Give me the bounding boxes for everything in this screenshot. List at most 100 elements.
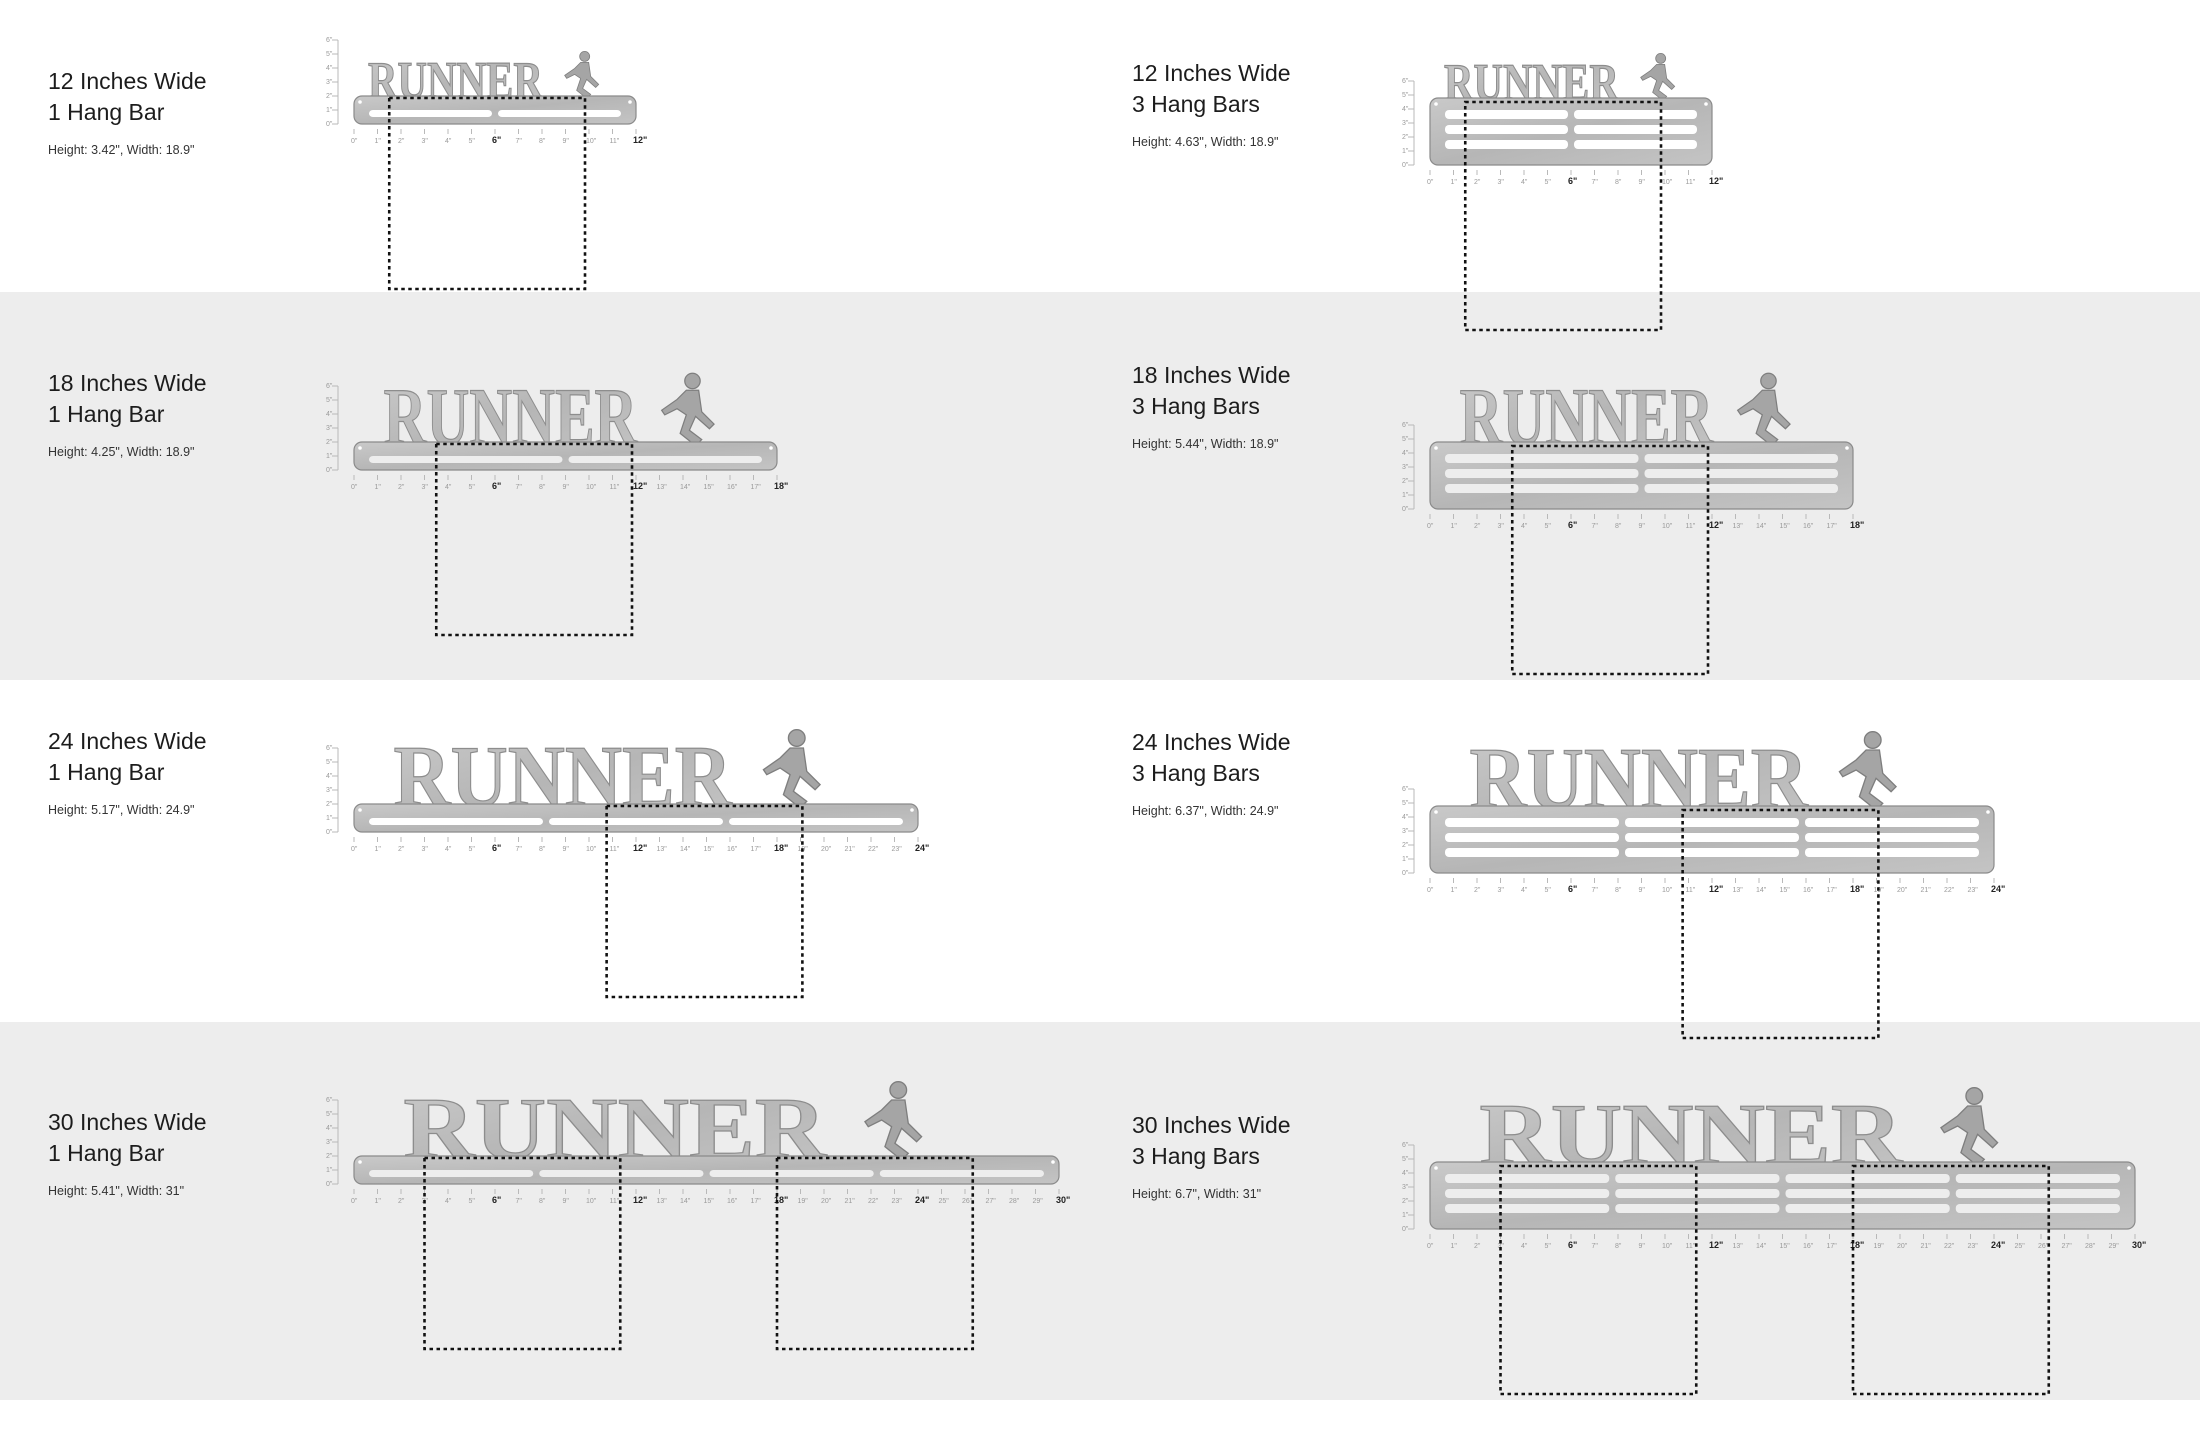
ruler-tick-label: 2" [398, 484, 405, 491]
ruler-tick-label: 14" [680, 484, 691, 491]
product-dimensions: Height: 6.37", Width: 24.9" [1132, 804, 1279, 818]
hang-bar-slot [369, 1170, 534, 1177]
ruler-tick-label: 13" [1733, 1243, 1744, 1250]
ruler-tick-label: 10" [586, 138, 597, 145]
hang-bar-slot [1785, 1189, 1950, 1198]
ruler-tick-label: 3" [1402, 1184, 1409, 1191]
hang-bar-slot [1574, 125, 1697, 134]
product-hang-bars-label: 1 Hang Bar [48, 1140, 165, 1166]
product-hang-bars-label: 1 Hang Bar [48, 759, 165, 785]
ruler-tick-label: 26" [2038, 1243, 2049, 1250]
ruler-tick-label: 17" [751, 484, 762, 491]
ruler-tick-label: 18" [774, 1195, 788, 1205]
horizontal-ruler: 0"1"2"3"4"5"6"7"8"9"10"11"12" [1427, 170, 1723, 186]
ruler-tick-label: 5" [469, 138, 476, 145]
ruler-tick-label: 12" [1709, 176, 1723, 186]
vertical-ruler: 0"1"2"3"4"5"6" [326, 383, 339, 474]
ruler-tick-label: 0" [326, 467, 333, 474]
ruler-tick-label: 8" [539, 484, 546, 491]
ruler-tick-label: 2" [1402, 134, 1409, 141]
ruler-tick-label: 5" [1402, 436, 1409, 443]
horizontal-ruler: 0"1"2"3"4"5"6"7"8"9"10"11"12" [351, 129, 647, 145]
ruler-tick-label: 2" [1402, 842, 1409, 849]
mount-hole [358, 446, 362, 450]
product-hang-bars-label: 3 Hang Bars [1132, 1143, 1260, 1169]
ruler-tick-label: 7" [516, 138, 523, 145]
ruler-tick-label: 13" [657, 846, 668, 853]
ruler-tick-label: 16" [1803, 1243, 1814, 1250]
ruler-tick-label: 1" [1451, 1243, 1458, 1250]
hang-bar-slot [1805, 818, 1979, 827]
ruler-tick-label: 1" [1451, 523, 1458, 530]
runner-figure-icon [762, 729, 822, 809]
ruler-tick-label: 24" [915, 1195, 929, 1205]
ruler-tick-label: 11" [1686, 179, 1696, 186]
ruler-tick-label: 9" [1639, 887, 1646, 894]
hang-bar-slots [1445, 1174, 2120, 1213]
hang-bar-slot [1805, 833, 1979, 842]
runner-figure-icon [1640, 52, 1676, 101]
ruler-tick-label: 16" [727, 484, 738, 491]
runner-figure-icon [864, 1081, 923, 1161]
ruler-tick-label: 4" [326, 773, 333, 780]
ruler-tick-label: 0" [1402, 162, 1409, 169]
ruler-tick-label: 2" [326, 1153, 333, 1160]
mount-hole [358, 808, 362, 812]
hang-bar-slots [369, 1170, 1044, 1177]
ruler-tick-label: 2" [398, 1198, 405, 1205]
ruler-tick-label: 28" [2085, 1243, 2096, 1250]
ruler-tick-label: 11" [1686, 1243, 1696, 1250]
ruler-tick-label: 23" [892, 1198, 903, 1205]
ruler-tick-label: 20" [821, 1198, 832, 1205]
hang-bar-slots [369, 456, 762, 463]
product-hang-bars-label: 1 Hang Bar [48, 99, 165, 125]
hang-bar-slot [1445, 140, 1568, 149]
ruler-tick-label: 14" [680, 1198, 691, 1205]
ruler-tick-label: 27" [986, 1198, 997, 1205]
ruler-tick-label: 0" [326, 1181, 333, 1188]
hang-bar-slots [1445, 818, 1979, 857]
ruler-tick-label: 9" [563, 846, 570, 853]
ruler-tick-label: 5" [1545, 523, 1552, 530]
ruler-tick-label: 24" [1991, 1240, 2005, 1250]
ruler-tick-label: 3" [1402, 464, 1409, 471]
ruler-tick-label: 4" [445, 846, 452, 853]
hang-bar-slot [1445, 125, 1568, 134]
ruler-tick-label: 3" [1402, 120, 1409, 127]
dotted-frame-outline [1463, 100, 1663, 332]
mount-hole [358, 1160, 362, 1164]
ruler-tick-label: 9" [563, 138, 570, 145]
ruler-tick-label: 3" [422, 484, 429, 491]
ruler-tick-label: 16" [727, 846, 738, 853]
hang-bar-slot [1644, 454, 1838, 463]
ruler-tick-label: 2" [1474, 1243, 1481, 1250]
mount-hole [1434, 446, 1438, 450]
product-dimensions: Height: 5.17", Width: 24.9" [48, 803, 195, 817]
ruler-tick-label: 17" [1827, 887, 1838, 894]
ruler-tick-label: 4" [1402, 106, 1409, 113]
medal-rack-drawing: 0"1"2"3"4"5"6"RUNNER0"1"2"3"4"5"6"7"8"9"… [326, 1080, 1070, 1351]
ruler-tick-label: 17" [751, 1198, 762, 1205]
runner-figure-icon [1940, 1087, 1999, 1167]
medal-rack-drawing: 0"1"2"3"4"5"6"RUNNER0"1"2"3"4"5"6"7"8"9"… [326, 37, 647, 291]
ruler-tick-label: 9" [1639, 1243, 1646, 1250]
ruler-tick-label: 1" [326, 107, 333, 114]
hang-bar-slot [1625, 818, 1799, 827]
hang-bar-slot [568, 456, 762, 463]
mount-hole [1434, 102, 1438, 106]
ruler-tick-label: 0" [351, 138, 358, 145]
ruler-tick-label: 10" [1662, 887, 1673, 894]
ruler-tick-label: 23" [892, 846, 903, 853]
ruler-tick-label: 0" [326, 121, 333, 128]
ruler-tick-label: 5" [326, 1111, 333, 1118]
ruler-tick-label: 19" [798, 1198, 809, 1205]
hang-bar-slot [1445, 848, 1619, 857]
ruler-tick-label: 8" [1615, 887, 1622, 894]
ruler-tick-label: 2" [1402, 478, 1409, 485]
ruler-tick-label: 1" [375, 484, 382, 491]
ruler-tick-label: 0" [1402, 1226, 1409, 1233]
ruler-tick-label: 4" [1521, 179, 1528, 186]
ruler-tick-label: 14" [1756, 1243, 1767, 1250]
ruler-tick-label: 10" [1662, 1243, 1673, 1250]
